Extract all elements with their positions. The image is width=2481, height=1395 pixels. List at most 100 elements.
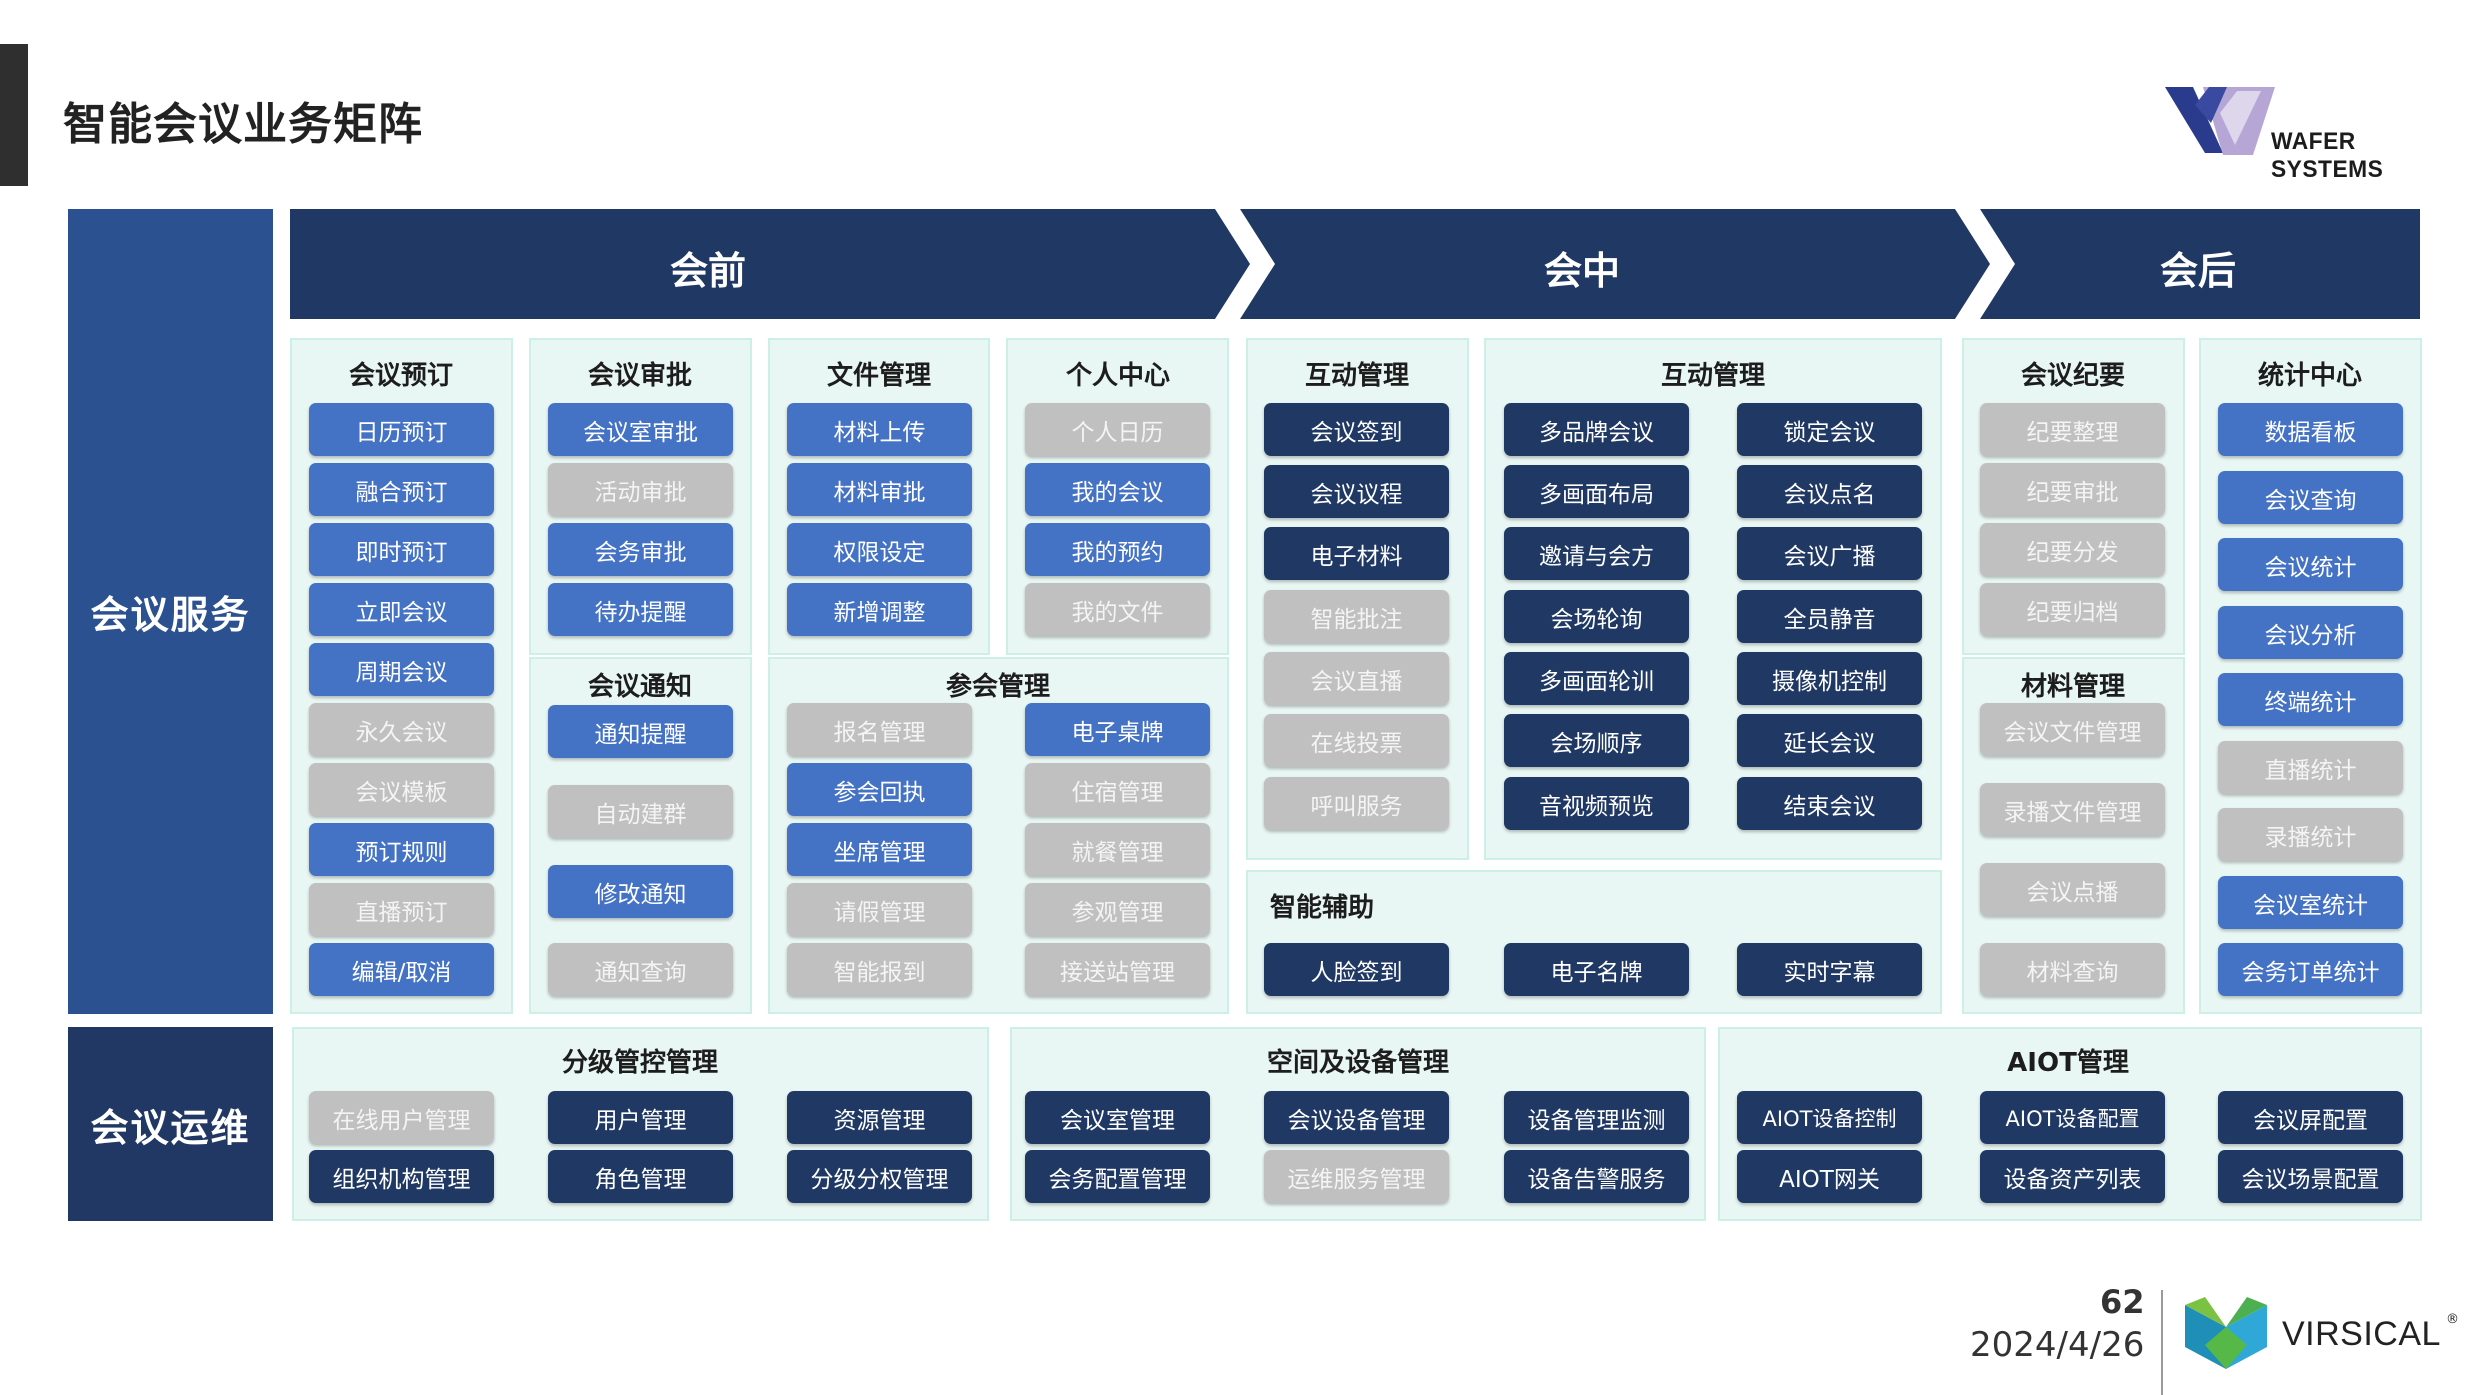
btn-interact1-2[interactable]: 会议议程	[1264, 465, 1449, 518]
btn-booking-3[interactable]: 即时预订	[309, 523, 494, 576]
btn-notice-3[interactable]: 修改通知	[548, 865, 733, 918]
btn-stats-7[interactable]: 录播统计	[2218, 808, 2403, 861]
btn-aiot-4[interactable]: AIOT网关	[1737, 1150, 1922, 1203]
btn-assist-1[interactable]: 人脸签到	[1264, 943, 1449, 996]
btn-interact2-7[interactable]: 会场轮询	[1504, 590, 1689, 643]
btn-interact2-12[interactable]: 延长会议	[1737, 714, 1922, 767]
btn-interact1-3[interactable]: 电子材料	[1264, 527, 1449, 580]
footer-divider	[2161, 1290, 2163, 1395]
btn-approval-1[interactable]: 会议室审批	[548, 403, 733, 456]
btn-control-6[interactable]: 分级分权管理	[787, 1150, 972, 1203]
btn-interact2-4[interactable]: 会议点名	[1737, 465, 1922, 518]
btn-interact2-2[interactable]: 锁定会议	[1737, 403, 1922, 456]
btn-interact1-6[interactable]: 在线投票	[1264, 714, 1449, 767]
btn-attendee-3[interactable]: 参会回执	[787, 763, 972, 816]
btn-materials-1[interactable]: 会议文件管理	[1980, 703, 2165, 756]
btn-booking-4[interactable]: 立即会议	[309, 583, 494, 636]
btn-control-4[interactable]: 组织机构管理	[309, 1150, 494, 1203]
btn-space-2[interactable]: 会议设备管理	[1264, 1091, 1449, 1144]
btn-notice-4[interactable]: 通知查询	[548, 943, 733, 996]
btn-aiot-5[interactable]: 设备资产列表	[1980, 1150, 2165, 1203]
btn-interact2-13[interactable]: 音视频预览	[1504, 777, 1689, 830]
btn-approval-4[interactable]: 待办提醒	[548, 583, 733, 636]
btn-attendee-5[interactable]: 坐席管理	[787, 823, 972, 876]
btn-interact2-10[interactable]: 摄像机控制	[1737, 652, 1922, 705]
btn-space-5[interactable]: 运维服务管理	[1264, 1150, 1449, 1203]
btn-stats-6[interactable]: 直播统计	[2218, 741, 2403, 794]
btn-notice-1[interactable]: 通知提醒	[548, 705, 733, 758]
heading-minutes: 会议纪要	[2020, 361, 2126, 391]
btn-personal-3[interactable]: 我的预约	[1025, 523, 1210, 576]
btn-interact2-3[interactable]: 多画面布局	[1504, 465, 1689, 518]
btn-interact2-6[interactable]: 会议广播	[1737, 527, 1922, 580]
btn-aiot-2[interactable]: AIOT设备配置	[1980, 1091, 2165, 1144]
btn-space-6[interactable]: 设备告警服务	[1504, 1150, 1689, 1203]
btn-space-3[interactable]: 设备管理监测	[1504, 1091, 1689, 1144]
side-label-ops: 会议运维	[68, 1027, 273, 1221]
btn-approval-2[interactable]: 活动审批	[548, 463, 733, 516]
btn-assist-3[interactable]: 实时字幕	[1737, 943, 1922, 996]
btn-aiot-1[interactable]: AIOT设备控制	[1737, 1091, 1922, 1144]
btn-attendee-2[interactable]: 电子桌牌	[1025, 703, 1210, 756]
btn-interact2-14[interactable]: 结束会议	[1737, 777, 1922, 830]
btn-attendee-1[interactable]: 报名管理	[787, 703, 972, 756]
btn-attendee-6[interactable]: 就餐管理	[1025, 823, 1210, 876]
btn-notice-2[interactable]: 自动建群	[548, 785, 733, 838]
btn-attendee-4[interactable]: 住宿管理	[1025, 763, 1210, 816]
btn-attendee-10[interactable]: 接送站管理	[1025, 943, 1210, 996]
btn-stats-3[interactable]: 会议统计	[2218, 538, 2403, 591]
btn-interact2-11[interactable]: 会场顺序	[1504, 714, 1689, 767]
btn-stats-1[interactable]: 数据看板	[2218, 403, 2403, 456]
btn-materials-4[interactable]: 材料查询	[1980, 943, 2165, 996]
btn-control-1[interactable]: 在线用户管理	[309, 1091, 494, 1144]
btn-minutes-3[interactable]: 纪要分发	[1980, 523, 2165, 576]
btn-attendee-8[interactable]: 参观管理	[1025, 883, 1210, 936]
btn-interact2-9[interactable]: 多画面轮训	[1504, 652, 1689, 705]
btn-aiot-3[interactable]: 会议屏配置	[2218, 1091, 2403, 1144]
btn-booking-7[interactable]: 会议模板	[309, 763, 494, 816]
btn-space-4[interactable]: 会务配置管理	[1025, 1150, 1210, 1203]
btn-booking-2[interactable]: 融合预订	[309, 463, 494, 516]
btn-stats-8[interactable]: 会议室统计	[2218, 876, 2403, 929]
btn-personal-4[interactable]: 我的文件	[1025, 583, 1210, 636]
btn-control-2[interactable]: 用户管理	[548, 1091, 733, 1144]
btn-files-3[interactable]: 权限设定	[787, 523, 972, 576]
btn-stats-9[interactable]: 会务订单统计	[2218, 943, 2403, 996]
btn-minutes-1[interactable]: 纪要整理	[1980, 403, 2165, 456]
btn-booking-10[interactable]: 编辑/取消	[309, 943, 494, 996]
btn-approval-3[interactable]: 会务审批	[548, 523, 733, 576]
btn-minutes-4[interactable]: 纪要归档	[1980, 583, 2165, 636]
btn-materials-2[interactable]: 录播文件管理	[1980, 783, 2165, 836]
btn-personal-1[interactable]: 个人日历	[1025, 403, 1210, 456]
btn-interact1-1[interactable]: 会议签到	[1264, 403, 1449, 456]
btn-booking-6[interactable]: 永久会议	[309, 703, 494, 756]
btn-stats-4[interactable]: 会议分析	[2218, 606, 2403, 659]
btn-files-2[interactable]: 材料审批	[787, 463, 972, 516]
btn-personal-2[interactable]: 我的会议	[1025, 463, 1210, 516]
btn-materials-3[interactable]: 会议点播	[1980, 863, 2165, 916]
btn-files-1[interactable]: 材料上传	[787, 403, 972, 456]
btn-stats-2[interactable]: 会议查询	[2218, 471, 2403, 524]
btn-booking-9[interactable]: 直播预订	[309, 883, 494, 936]
btn-interact2-8[interactable]: 全员静音	[1737, 590, 1922, 643]
btn-interact1-5[interactable]: 会议直播	[1264, 652, 1449, 705]
btn-booking-8[interactable]: 预订规则	[309, 823, 494, 876]
btn-control-3[interactable]: 资源管理	[787, 1091, 972, 1144]
btn-interact2-1[interactable]: 多品牌会议	[1504, 403, 1689, 456]
wafer-logo-text: WAFER SYSTEMS	[2271, 128, 2384, 183]
btn-aiot-6[interactable]: 会议场景配置	[2218, 1150, 2403, 1203]
btn-stats-5[interactable]: 终端统计	[2218, 673, 2403, 726]
wafer-logo-mark-icon	[2165, 87, 2275, 155]
btn-control-5[interactable]: 角色管理	[548, 1150, 733, 1203]
btn-booking-1[interactable]: 日历预订	[309, 403, 494, 456]
btn-interact1-4[interactable]: 智能批注	[1264, 590, 1449, 643]
btn-attendee-7[interactable]: 请假管理	[787, 883, 972, 936]
btn-booking-5[interactable]: 周期会议	[309, 643, 494, 696]
btn-assist-2[interactable]: 电子名牌	[1504, 943, 1689, 996]
btn-space-1[interactable]: 会议室管理	[1025, 1091, 1210, 1144]
btn-interact2-5[interactable]: 邀请与会方	[1504, 527, 1689, 580]
btn-attendee-9[interactable]: 智能报到	[787, 943, 972, 996]
btn-interact1-7[interactable]: 呼叫服务	[1264, 777, 1449, 830]
btn-minutes-2[interactable]: 纪要审批	[1980, 463, 2165, 516]
btn-files-4[interactable]: 新增调整	[787, 583, 972, 636]
